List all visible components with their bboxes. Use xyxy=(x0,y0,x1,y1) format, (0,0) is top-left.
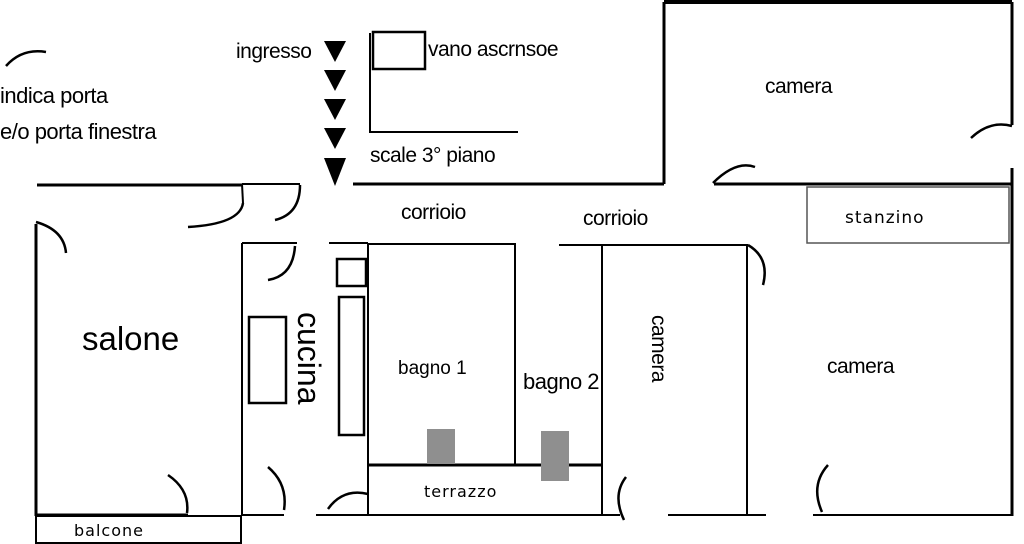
stairs-label: scale 3° piano xyxy=(370,144,495,167)
legend-text-line2: e/o porta finestra xyxy=(0,119,157,144)
door-arc-icon xyxy=(815,464,829,513)
door-arc-icon xyxy=(267,466,286,511)
room-label-corridoio-1: corrioio xyxy=(401,201,466,224)
bagno-2-fixture xyxy=(541,431,569,481)
entrance-arrows-icon xyxy=(324,41,346,186)
kitchen-stove xyxy=(335,257,368,288)
room-label-camera-middle: camera xyxy=(647,315,670,383)
room-label-camera-top: camera xyxy=(765,75,833,98)
balcone-outline xyxy=(35,515,242,544)
legend: indica porta e/o porta finestra xyxy=(0,50,158,144)
door-arc-icon xyxy=(970,123,1013,139)
kitchen-fixtures xyxy=(247,257,368,437)
elevator-label: vano ascrnsoe xyxy=(428,38,558,61)
room-labels: salone balcone cucina corrioio corrioio … xyxy=(74,75,925,540)
kitchen-counter xyxy=(337,295,366,437)
door-arc-icon xyxy=(167,473,189,514)
stanzino-outline xyxy=(806,186,1010,244)
door-arc-icon xyxy=(712,164,756,184)
room-label-salone: salone xyxy=(82,320,179,357)
room-label-terrazzo: terrazzo xyxy=(424,482,497,501)
door-arc-icon xyxy=(617,476,628,521)
room-label-cucina: cucina xyxy=(291,312,327,405)
door-arc-icon xyxy=(326,491,369,510)
door-arc-icon xyxy=(747,243,766,286)
door-arc-icon xyxy=(274,184,302,222)
elevator-shaft xyxy=(371,30,427,71)
room-label-stanzino: stanzino xyxy=(845,208,925,228)
walls xyxy=(34,0,1014,544)
stairwell: vano ascrnsoe scale 3° piano xyxy=(369,30,559,167)
room-label-balcone: balcone xyxy=(74,521,144,540)
door-arc-icon xyxy=(35,220,68,254)
door-arc-icon xyxy=(187,202,245,229)
door-arc-icon xyxy=(267,245,297,282)
room-label-corridoio-2: corrioio xyxy=(583,207,648,230)
room-label-bagno-2: bagno 2 xyxy=(523,369,599,394)
door-arc-legend-icon xyxy=(5,50,47,67)
room-label-camera-right: camera xyxy=(827,355,895,378)
kitchen-table xyxy=(247,315,288,405)
room-label-bagno-1: bagno 1 xyxy=(398,358,467,379)
entrance-label: ingresso xyxy=(236,40,311,63)
bagno-1-fixture xyxy=(427,429,455,464)
legend-text-line1: indica porta xyxy=(0,83,109,108)
entrance: ingresso xyxy=(236,40,346,186)
doors xyxy=(35,123,1013,521)
